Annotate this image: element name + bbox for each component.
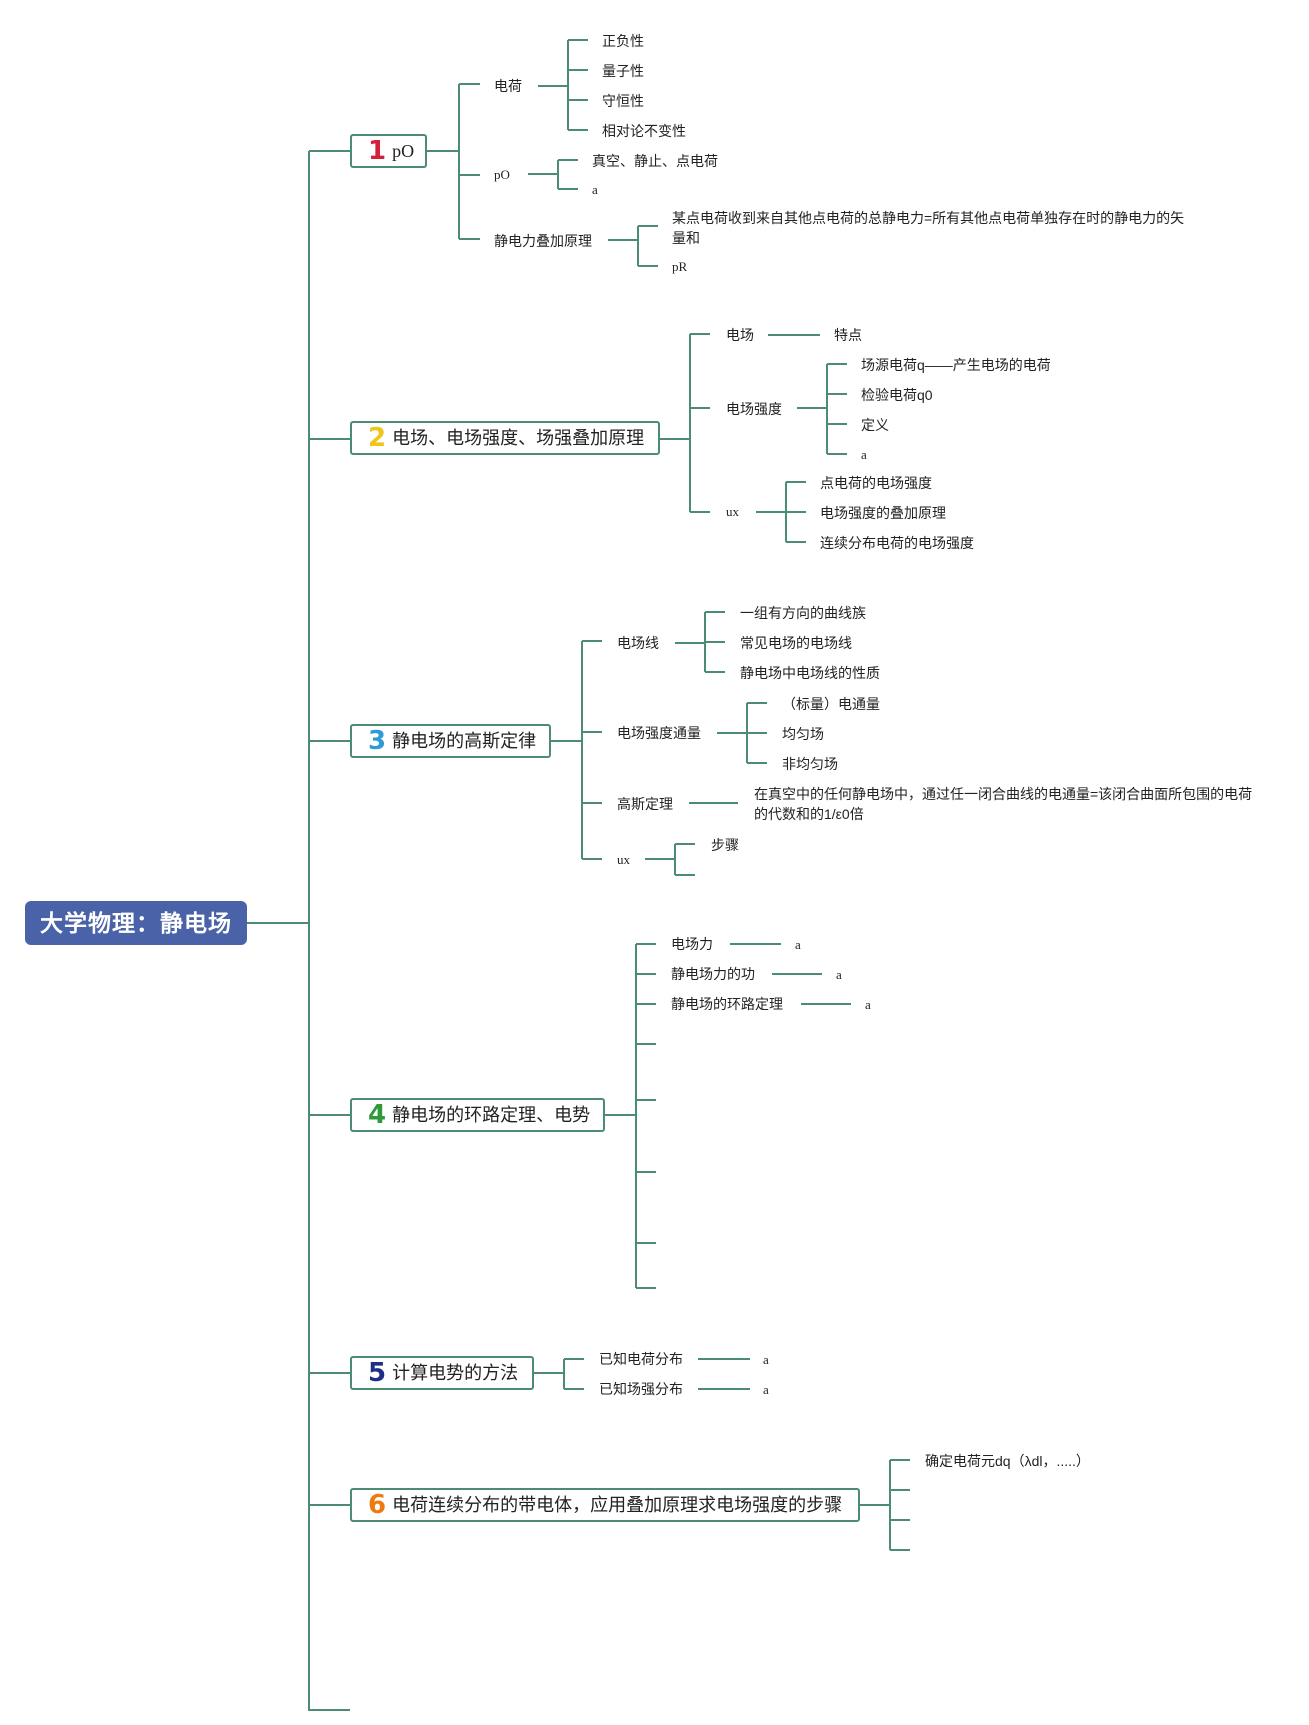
topic-label: 电荷连续分布的带电体，应用叠加原理求电场强度的步骤 <box>392 1495 843 1515</box>
branch-label[interactable]: 电场强度通量 <box>617 725 701 741</box>
branch-label[interactable]: 电场线 <box>617 635 659 651</box>
leaf-label[interactable]: 特点 <box>834 327 862 343</box>
topic-label: 计算电势的方法 <box>392 1363 519 1383</box>
branch-label[interactable]: 电场强度 <box>726 401 782 417</box>
leaf-label[interactable]: 连续分布电荷的电场强度 <box>820 535 974 551</box>
leaf-label[interactable]: a <box>865 997 871 1012</box>
leaf-label[interactable]: （标量）电通量 <box>782 696 880 712</box>
leaf-label[interactable]: a <box>763 1352 769 1367</box>
leaf-label[interactable]: 静电场中电场线的性质 <box>740 665 880 681</box>
topic-number: 3 <box>368 726 387 756</box>
branch-label[interactable]: ux <box>617 852 630 867</box>
leaf-label[interactable]: 相对论不变性 <box>602 123 686 139</box>
topic-number: 2 <box>368 423 387 453</box>
leaf-label[interactable]: 正负性 <box>602 33 644 49</box>
branch-label[interactable]: ux <box>726 504 739 519</box>
leaf-label[interactable]: 一组有方向的曲线族 <box>740 605 866 621</box>
leaf-label[interactable]: 某点电荷收到来自其他点电荷的总静电力=所有其他点电荷单独存在时的静电力的矢量和 <box>672 210 1185 246</box>
topic-number: 4 <box>368 1100 387 1130</box>
topic-number: 1 <box>368 136 387 166</box>
leaf-label[interactable]: 守恒性 <box>602 93 644 109</box>
leaf-label[interactable]: 量子性 <box>602 63 644 79</box>
branch-label[interactable]: 静电场力的功 <box>671 966 755 982</box>
leaf-label[interactable]: a <box>592 182 598 197</box>
branch-label[interactable]: 高斯定理 <box>617 796 673 812</box>
topic-label: 静电场的高斯定律 <box>392 731 537 751</box>
branch-label[interactable]: pO <box>494 167 510 182</box>
leaf-label[interactable]: a <box>836 967 842 982</box>
branch-label[interactable]: 电场力 <box>671 936 713 952</box>
leaf-label[interactable]: 均匀场 <box>782 726 824 742</box>
topic-number: 5 <box>368 1358 387 1388</box>
leaf-label[interactable]: 定义 <box>861 417 889 433</box>
topic-label: pO <box>392 141 415 161</box>
leaf-label[interactable]: 点电荷的电场强度 <box>820 475 932 491</box>
branch-label[interactable]: 确定电荷元dq（λdl，.....） <box>925 1453 1090 1469</box>
branch-label[interactable]: 静电力叠加原理 <box>494 233 592 249</box>
leaf-label[interactable]: a <box>795 937 801 952</box>
leaf-label[interactable]: a <box>861 447 867 462</box>
branch-label[interactable]: 静电场的环路定理 <box>671 996 783 1012</box>
branch-label[interactable]: 电场 <box>726 327 754 343</box>
branch-label[interactable]: 已知电荷分布 <box>599 1351 683 1367</box>
leaf-label[interactable]: 电场强度的叠加原理 <box>820 505 946 521</box>
root-node[interactable]: 大学物理：静电场 <box>25 901 247 945</box>
branch-label[interactable]: 电荷 <box>494 78 522 94</box>
leaf-label[interactable]: 检验电荷q0 <box>861 387 933 403</box>
leaf-label[interactable]: 场源电荷q——产生电场的电荷 <box>861 357 1051 373</box>
leaf-label[interactable]: 步骤 <box>711 837 739 853</box>
leaf-label[interactable]: 非均匀场 <box>782 756 838 772</box>
leaf-label[interactable]: 在真空中的任何静电场中，通过任一闭合曲线的电通量=该闭合曲面所包围的电荷的代数和… <box>754 786 1253 822</box>
leaf-label[interactable]: pR <box>672 259 688 274</box>
branch-label[interactable]: 已知场强分布 <box>599 1381 683 1397</box>
leaf-label[interactable]: 常见电场的电场线 <box>740 635 852 651</box>
topic-number: 6 <box>368 1490 387 1520</box>
leaf-label[interactable]: 真空、静止、点电荷 <box>592 153 718 169</box>
topic-label: 静电场的环路定理、电势 <box>392 1105 591 1125</box>
topic-label: 电场、电场强度、场强叠加原理 <box>392 428 645 448</box>
leaf-label[interactable]: a <box>763 1382 769 1397</box>
